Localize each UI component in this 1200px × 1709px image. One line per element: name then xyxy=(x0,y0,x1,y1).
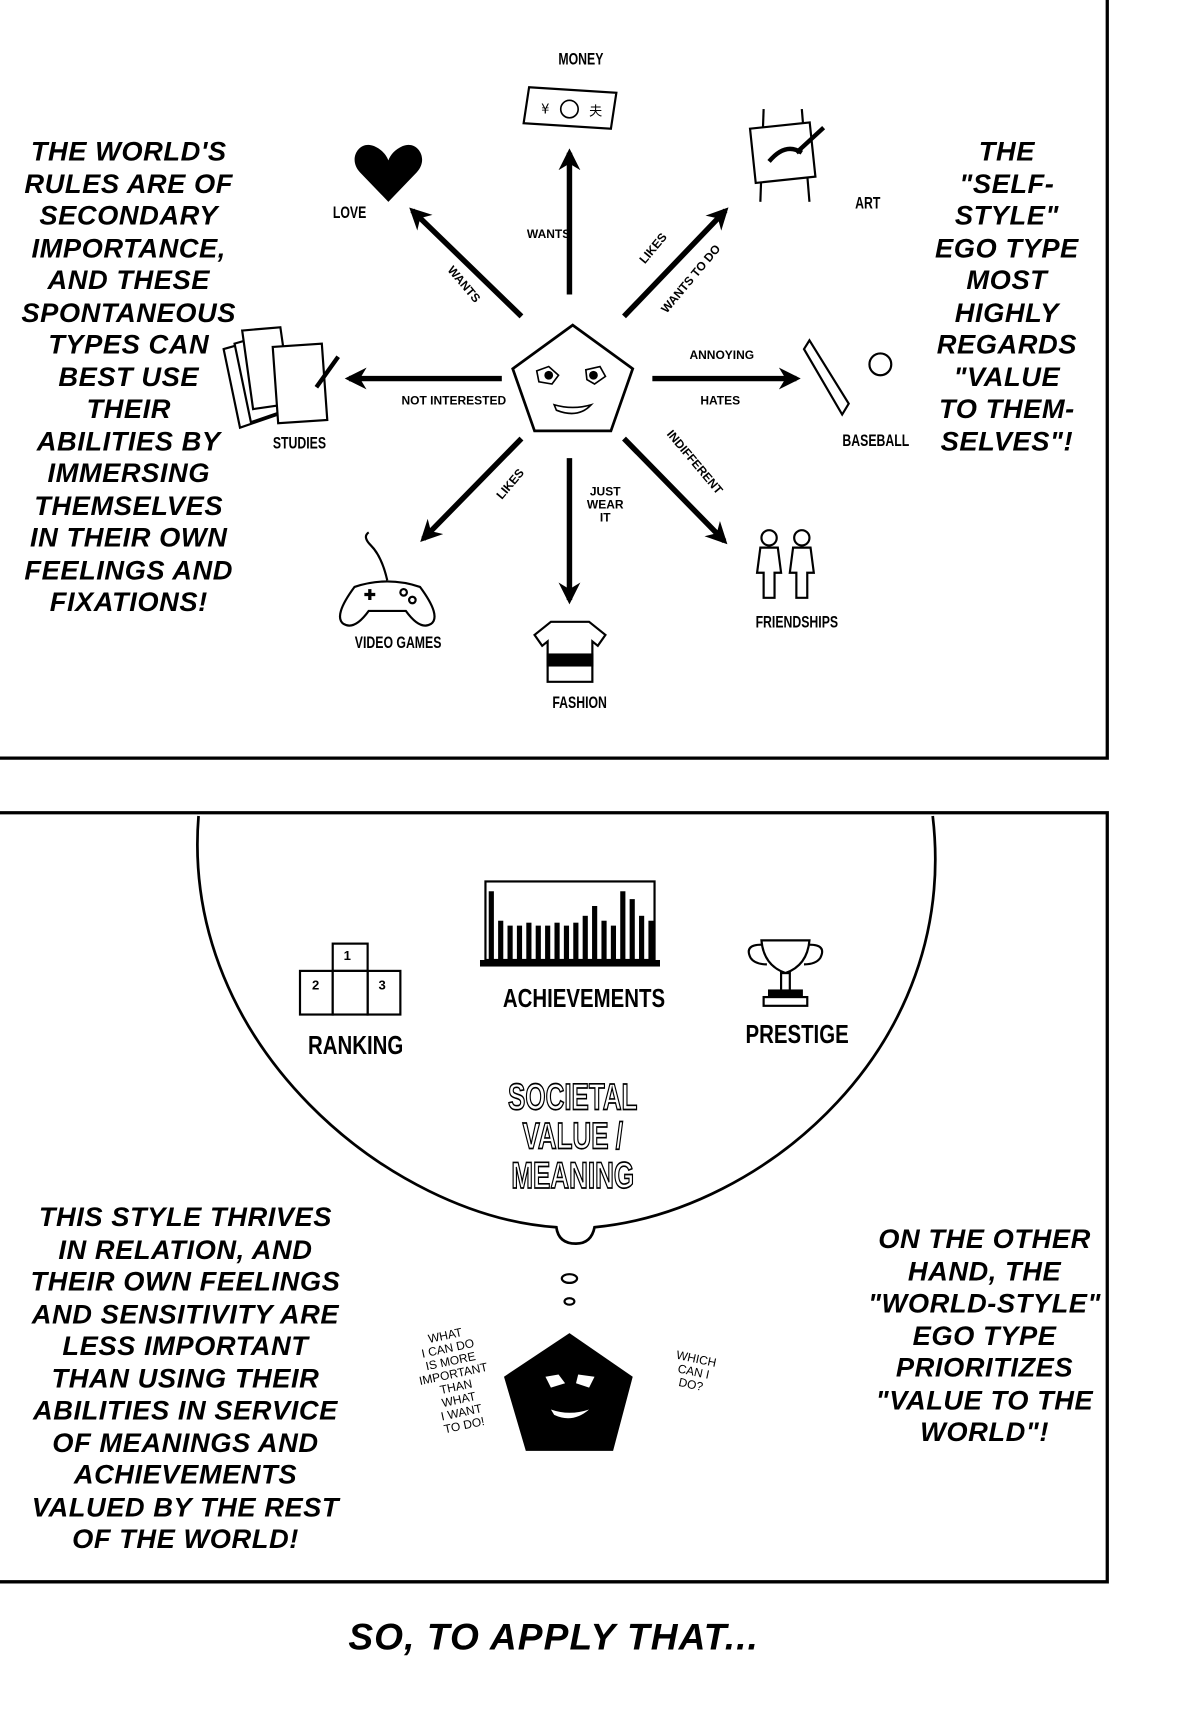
easel-icon xyxy=(748,109,826,202)
thought-bubble xyxy=(196,815,937,1245)
left-narration-bottom: THIS STYLE THRIVES IN RELATION, AND THEI… xyxy=(30,1202,341,1555)
node-art: ART xyxy=(855,194,881,213)
pentagon-character-icon xyxy=(511,323,635,433)
achievement-bar xyxy=(507,925,513,960)
right-narration-bottom: ON THE OTHER HAND, THE "WORLD-STYLE" EGO… xyxy=(868,1223,1102,1448)
money-bill-icon: ¥夫 xyxy=(522,86,618,130)
thought-right: WHICH CAN I DO? xyxy=(674,1348,718,1395)
node-baseball: BASEBALL xyxy=(842,431,910,451)
achievement-bar xyxy=(639,915,645,960)
label-ranking: RANKING xyxy=(307,1030,404,1061)
achievement-bar xyxy=(610,925,617,960)
black-pentagon-character-icon xyxy=(503,1333,633,1451)
achievement-bar xyxy=(592,905,598,960)
arrow-art xyxy=(622,207,729,319)
achievement-bar xyxy=(554,922,560,960)
achievement-bar xyxy=(545,925,551,960)
bubble-title: SOCIETAL VALUE / MEANING xyxy=(507,1076,638,1197)
bottom-panel-border xyxy=(0,811,1109,1584)
achievement-bar xyxy=(629,899,635,960)
node-money: MONEY xyxy=(558,50,604,69)
podium-2: 2 xyxy=(311,977,320,993)
achievement-bar xyxy=(516,925,523,960)
achievement-bar xyxy=(573,922,579,960)
node-studies: STUDIES xyxy=(272,434,327,453)
arrow-friendships xyxy=(622,436,728,545)
achievements-chart-icon xyxy=(479,880,660,967)
label-prestige: PRESTIGE xyxy=(745,1019,849,1050)
relation-fashion: JUST WEAR IT xyxy=(586,485,624,525)
footer-caption: SO, TO APPLY THAT... xyxy=(348,1616,759,1659)
achievement-bar xyxy=(526,922,532,960)
label-achievements: ACHIEVEMENTS xyxy=(502,983,666,1014)
podium-3: 3 xyxy=(378,977,386,993)
node-friendships: FRIENDSHIPS xyxy=(755,613,839,632)
relation-money: WANTS xyxy=(526,227,571,242)
top-panel-border xyxy=(0,0,1109,760)
node-video-games: VIDEO GAMES xyxy=(354,633,442,653)
arrow-video-games xyxy=(420,436,524,543)
podium-icon xyxy=(298,942,402,1016)
achievement-bar xyxy=(620,891,626,960)
right-narration-top: THE "SELF- STYLE" EGO TYPE MOST HIGHLY R… xyxy=(935,136,1079,457)
relation-baseball-hates: HATES xyxy=(700,394,741,408)
node-love: LOVE xyxy=(332,203,367,223)
trophy-icon xyxy=(747,939,824,1007)
achievement-bar xyxy=(498,920,504,960)
achievement-bar xyxy=(582,915,588,960)
game-controller-icon xyxy=(338,531,436,627)
relation-studies: NOT INTERESTED xyxy=(401,394,507,408)
achievement-bar xyxy=(488,891,494,960)
achievement-bar xyxy=(535,925,541,960)
achievement-bar xyxy=(601,920,607,960)
svg-text:¥: ¥ xyxy=(541,102,549,117)
node-fashion: FASHION xyxy=(552,693,607,713)
relation-arrows xyxy=(344,148,801,605)
friends-icon xyxy=(755,529,816,599)
podium-1: 1 xyxy=(343,947,351,964)
tshirt-icon xyxy=(533,620,607,683)
achievement-bar xyxy=(563,925,570,960)
relation-baseball-annoying: ANNOYING xyxy=(689,349,755,363)
achievement-bar xyxy=(648,920,654,960)
arrow-love xyxy=(409,207,524,319)
heart-icon xyxy=(354,144,423,202)
baseball-bat-icon xyxy=(802,338,893,417)
left-narration-top: THE WORLD'S RULES ARE OF SECONDARY IMPOR… xyxy=(21,136,237,618)
svg-text:夫: 夫 xyxy=(589,104,602,120)
papers-icon xyxy=(222,326,340,430)
